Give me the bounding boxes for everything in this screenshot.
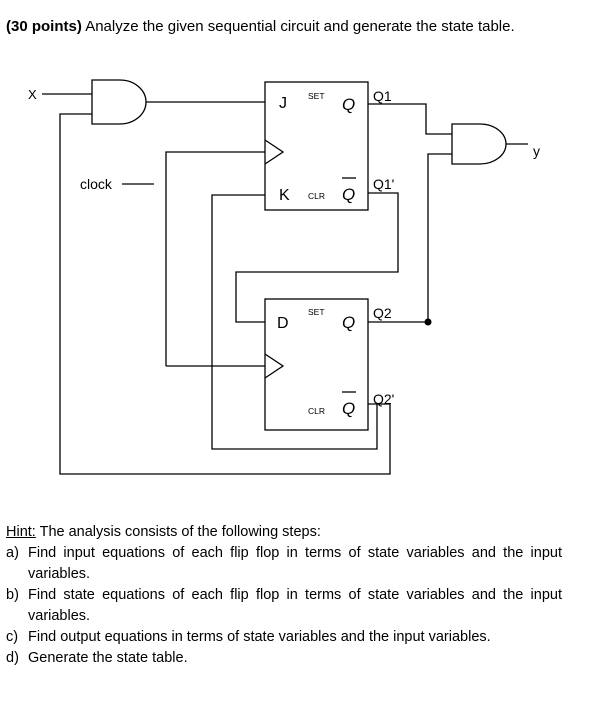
step-text: Find output equations in terms of state … (28, 629, 491, 645)
step-letter: a) (6, 545, 19, 561)
hint-title: Hint: The analysis consists of the follo… (6, 522, 562, 543)
ff2-d-label: D (277, 315, 289, 332)
ff2-clock-triangle (264, 353, 285, 379)
hint-intro: The analysis consists of the following s… (35, 524, 321, 540)
wire-q2bar-feedback (59, 113, 391, 475)
step-text: Find state equations of each flip flop i… (28, 587, 562, 624)
q1bar-output-label: Q1' (373, 176, 394, 192)
points-label: (30 points) (6, 18, 82, 35)
hint-section: Hint: The analysis consists of the follo… (6, 522, 562, 669)
and-gate-2 (451, 123, 507, 165)
sequential-circuit-diagram: X clock y J SET Q K CLR Q Q1 Q1' D SET Q… (28, 79, 540, 475)
clock-label: clock (80, 176, 113, 192)
ff2-clr-label: CLR (308, 406, 325, 416)
step-text: Find input equations of each flip flop i… (28, 545, 562, 582)
ff2-qbar-label: Q (342, 399, 355, 418)
and-gate-1 (91, 79, 147, 125)
wire-clock-ff1 (165, 151, 265, 366)
hint-step: d) Generate the state table. (6, 648, 562, 669)
step-letter: d) (6, 650, 19, 666)
d-flip-flop (264, 298, 369, 431)
hint-label: Hint: (6, 524, 36, 540)
ff1-qbar-label: Q (342, 185, 355, 204)
wire-q1-to-and2 (368, 103, 452, 135)
ff1-clock-triangle (264, 139, 285, 165)
step-letter: c) (6, 629, 19, 645)
hint-step: b) Find state equations of each flip flo… (6, 585, 562, 627)
q2-output-label: Q2 (373, 305, 392, 321)
output-y-label: y (533, 143, 540, 159)
wire-junction-dot (424, 318, 432, 326)
ff1-clr-label: CLR (308, 191, 325, 201)
ff2-q-label: Q (342, 313, 355, 332)
ff1-q-label: Q (342, 95, 355, 114)
wire-k-input (211, 194, 378, 450)
q1-output-label: Q1 (373, 88, 392, 104)
q2bar-output-label: Q2' (373, 391, 394, 407)
input-x-label: X (28, 87, 37, 102)
jk-flip-flop (264, 81, 369, 211)
step-text: Generate the state table. (28, 650, 188, 666)
problem-statement: Analyze the given sequential circuit and… (85, 18, 515, 35)
hint-step: a) Find input equations of each flip flo… (6, 543, 562, 585)
problem-heading: (30 points) Analyze the given sequential… (6, 18, 515, 35)
wire-q1bar-to-d (235, 192, 399, 323)
step-letter: b) (6, 587, 19, 603)
ff1-set-label: SET (308, 91, 325, 101)
ff2-set-label: SET (308, 307, 325, 317)
wire-q2-to-and2 (368, 153, 452, 323)
hint-step: c) Find output equations in terms of sta… (6, 627, 562, 648)
ff1-j-label: J (279, 95, 287, 112)
ff1-k-label: K (279, 187, 290, 204)
